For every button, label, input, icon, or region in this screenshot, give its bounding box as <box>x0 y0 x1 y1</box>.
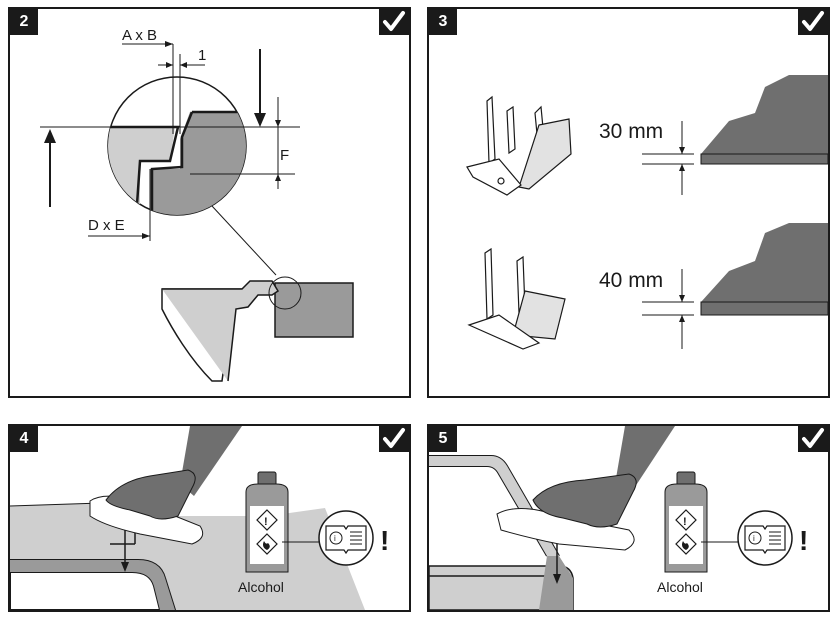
label-30-mm: 30 mm <box>599 120 663 143</box>
step-number: 2 <box>10 9 38 35</box>
label-40-mm: 40 mm <box>599 269 663 292</box>
hazard-icon <box>675 509 697 531</box>
cleaning-illustration: ! Alcohol i ! <box>429 426 808 610</box>
step-5-panel: 5 ! Alcohol <box>427 424 830 612</box>
svg-text:i: i <box>334 534 336 543</box>
label-a-x-b: A x B <box>122 27 157 44</box>
installation-diagram: A x B 1 F D x E <box>40 27 354 382</box>
step-4-panel: 4 ! Alcohol <box>8 424 411 612</box>
check-icon <box>798 426 828 452</box>
exclamation-icon: ! <box>380 525 389 556</box>
step-3-panel: 3 30 mm <box>427 7 830 398</box>
hazard-icon <box>256 509 278 531</box>
cleaning-illustration: ! Alcohol i ! <box>10 426 389 610</box>
manual-icon: i <box>318 510 374 566</box>
label-one: 1 <box>198 47 206 64</box>
step-2-panel: 2 A x B 1 <box>8 7 411 398</box>
check-icon <box>798 9 828 35</box>
label-d-x-e: D x E <box>88 217 125 234</box>
check-icon <box>379 426 409 452</box>
svg-text:!: ! <box>264 516 268 528</box>
manual-icon: i <box>737 510 793 566</box>
alcohol-label: Alcohol <box>238 579 284 595</box>
check-icon <box>379 9 409 35</box>
alcohol-bottle-icon: ! <box>664 471 708 573</box>
step-number: 3 <box>429 9 457 35</box>
step-number: 5 <box>429 426 457 452</box>
svg-text:i: i <box>753 534 755 543</box>
clip-diagram: 30 mm 40 mm <box>466 75 828 350</box>
alcohol-bottle-icon: ! <box>245 471 289 573</box>
clip-40-icon <box>467 247 566 350</box>
svg-text:!: ! <box>683 516 687 528</box>
label-f: F <box>280 147 289 164</box>
clip-30-icon <box>466 95 572 196</box>
step-number: 4 <box>10 426 38 452</box>
alcohol-label: Alcohol <box>657 579 703 595</box>
exclamation-icon: ! <box>799 525 808 556</box>
